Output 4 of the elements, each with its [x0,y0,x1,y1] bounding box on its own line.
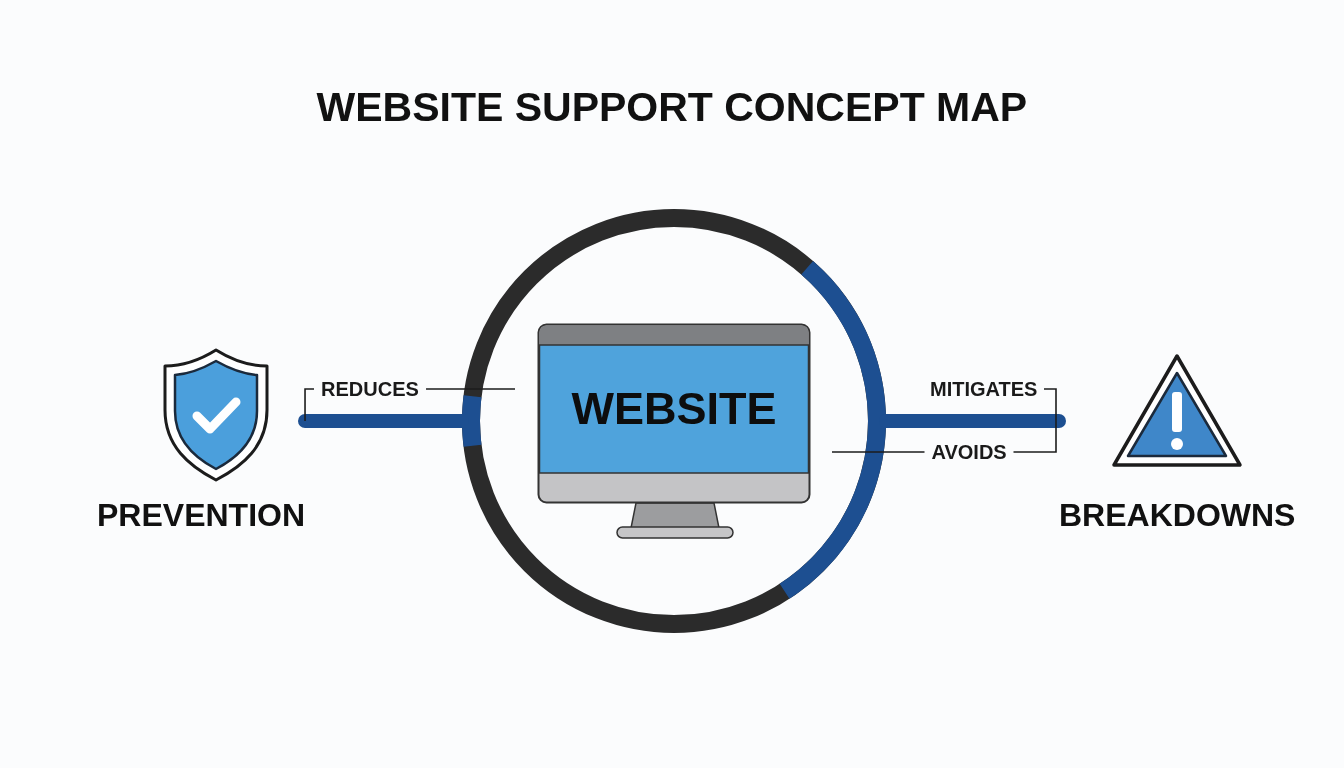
node-label: BREAKDOWNS [1059,497,1296,533]
diagram-title: WEBSITE SUPPORT CONCEPT MAP [316,83,1028,132]
node-label: PREVENTION [97,497,306,533]
node-label: WEBSITE [571,384,777,434]
